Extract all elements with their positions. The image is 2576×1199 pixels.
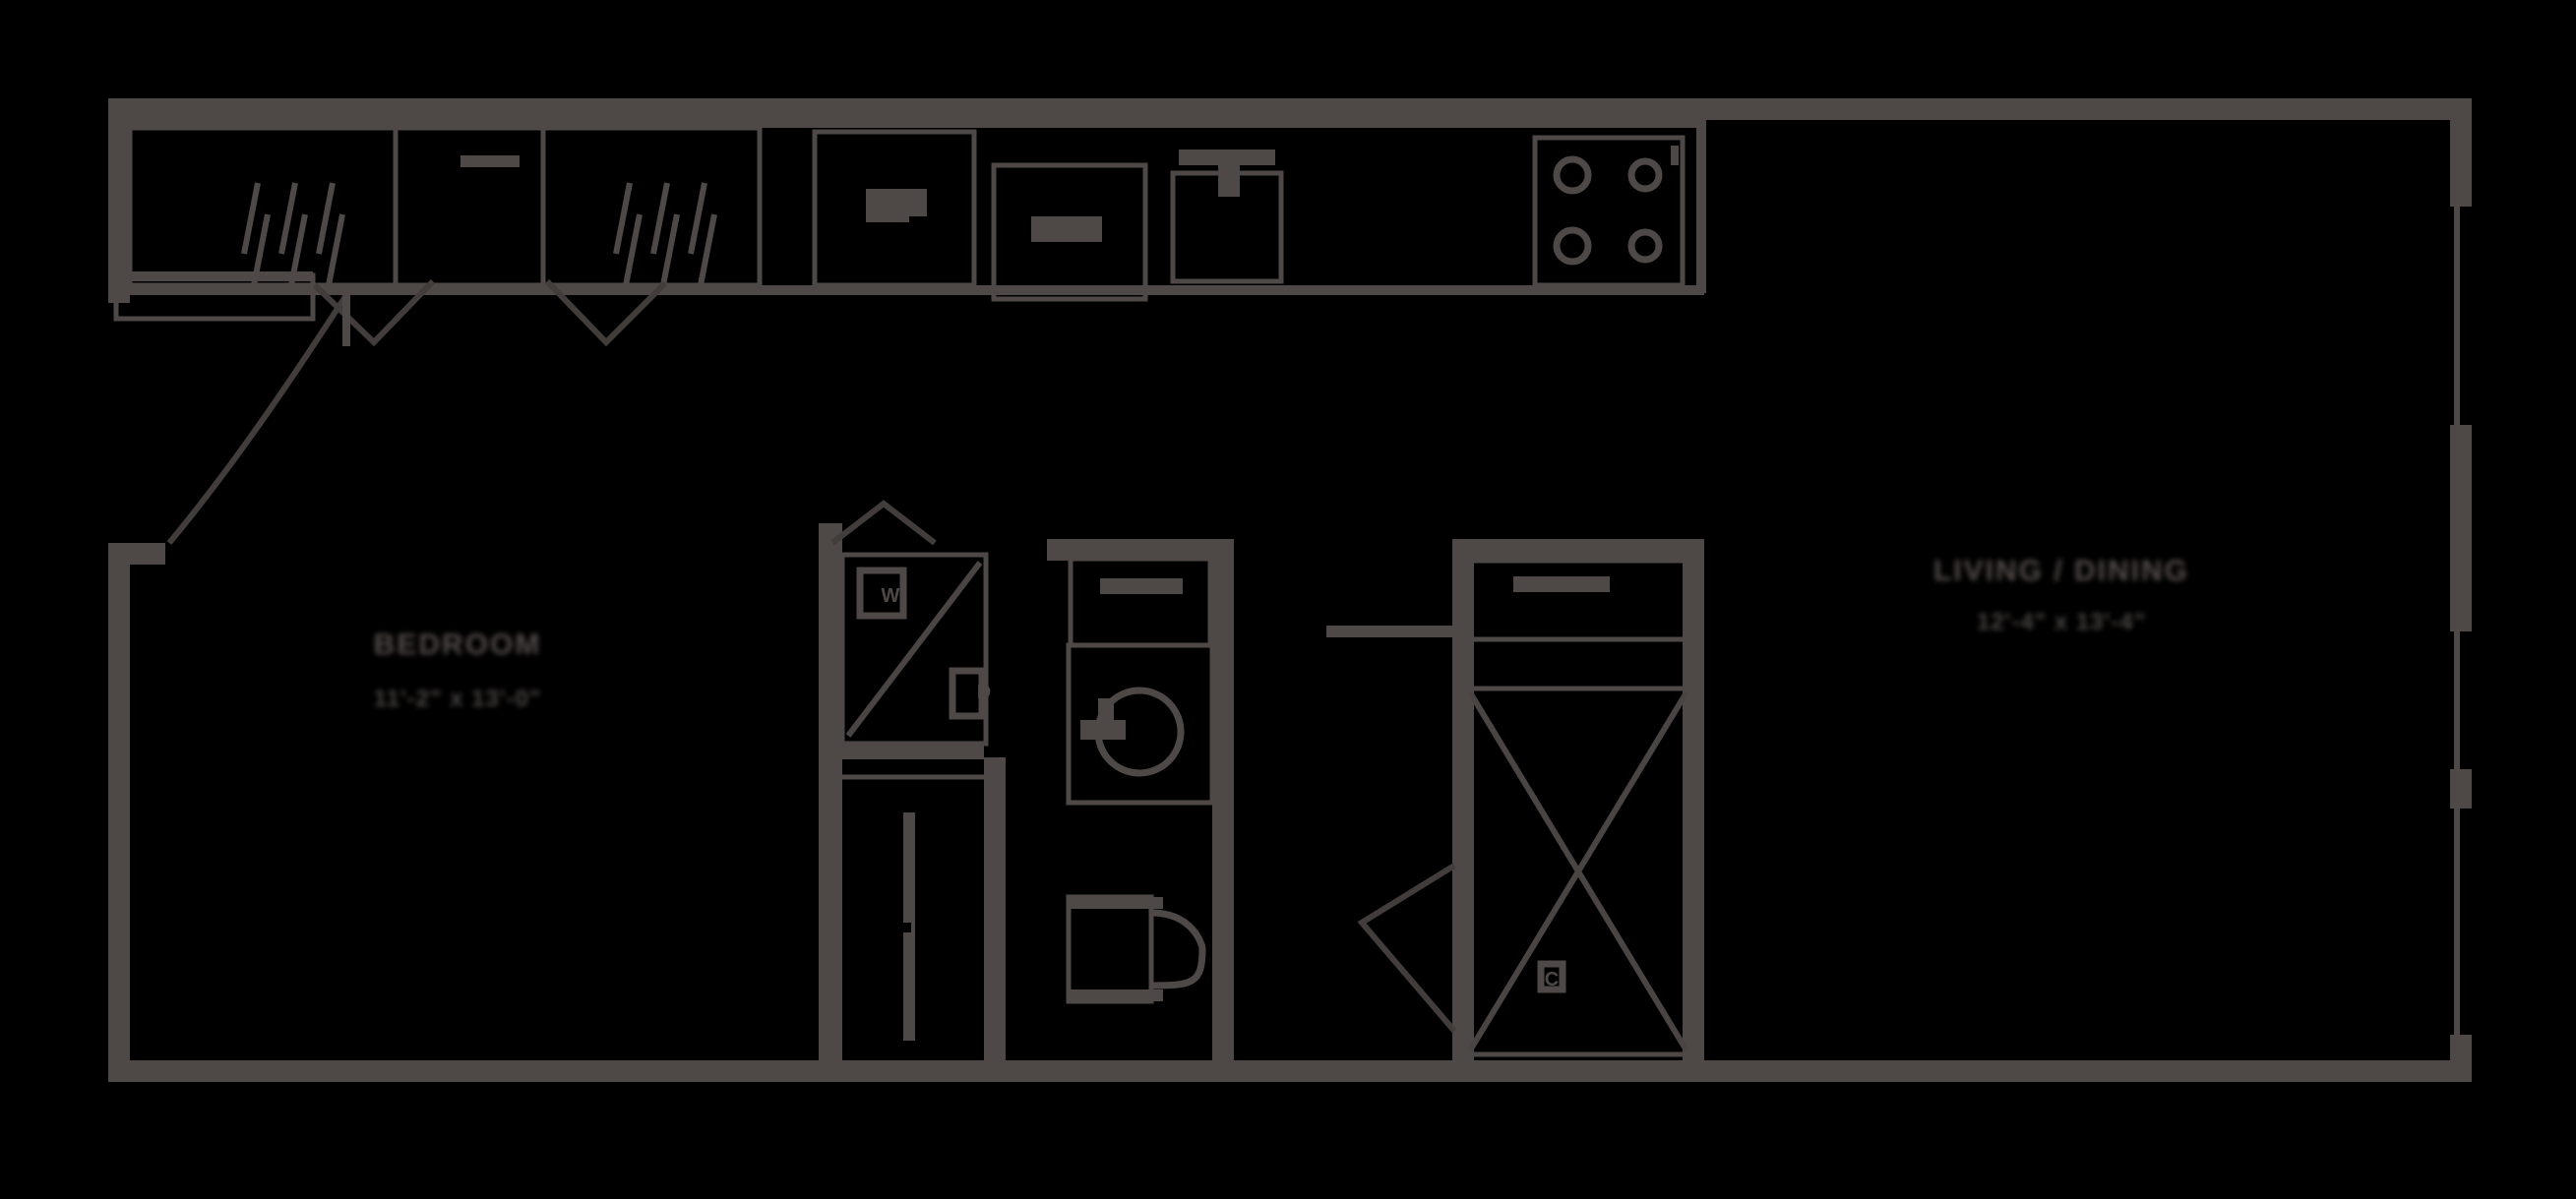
living-dining-dimensions: 12'-4" x 13'-4" (1977, 609, 2146, 635)
dryer-label: D (977, 682, 991, 703)
bedroom-closet (835, 774, 991, 1075)
wall-wd-bottom (842, 744, 984, 759)
living-dining-label: LIVING / DINING (1933, 555, 2189, 587)
wall-bath-header (1047, 539, 1234, 561)
room-labels: BEDROOM 11'-2" x 13'-0" LIVING / DINING … (374, 555, 2189, 712)
closet-x-2 (1467, 690, 1689, 1052)
dryer-box (949, 667, 986, 720)
cabinet-door-swings (312, 278, 668, 347)
cabinet-pull-icon (460, 155, 520, 167)
washer-box (856, 567, 907, 620)
bedroom-dimensions: 11'-2" x 13'-0" (374, 686, 542, 712)
entry-closet-outline (1463, 686, 1693, 1057)
kitchen-counter-back (130, 120, 1704, 128)
kitchen-sink (1170, 150, 1284, 284)
washer-dryer-closet: W D (830, 500, 991, 747)
wall-stub-hall (1326, 626, 1454, 637)
bath-sink-surround (1066, 642, 1215, 806)
wall-top (108, 98, 2472, 120)
wall-closet-right (1683, 539, 1704, 1082)
wall-wd-left (827, 539, 842, 561)
cabinet-hatch-right (613, 182, 717, 286)
kitchen-band-end (1696, 120, 1706, 293)
kitchen-counter-front (130, 285, 1704, 295)
bedroom-label: BEDROOM (374, 629, 542, 661)
window-right-upper (2454, 207, 2460, 425)
closet-door-swing (1357, 863, 1457, 1033)
dishwasher (991, 162, 1148, 302)
toilet (1066, 894, 1206, 1004)
exterior-walls (108, 98, 2472, 1082)
wall-right-a (2450, 98, 2472, 207)
closet-rod-break (893, 923, 911, 932)
entry-door-jamb (342, 291, 350, 346)
window-right-lower (2454, 809, 2460, 1035)
wall-left-jog (108, 543, 165, 565)
wall-right-c (2450, 769, 2472, 809)
wall-left-lower (108, 543, 130, 1082)
wall-hall-left (1452, 539, 1474, 1082)
entry-closet-shelf (1463, 558, 1693, 642)
entry-closet: C (1357, 558, 1693, 1057)
wd-closet-outline (839, 552, 989, 747)
bath-faucet-icon (1080, 720, 1126, 740)
washer-label: W (882, 585, 900, 607)
counter-overhang-edge (116, 271, 313, 281)
bath-faucet-stem (1098, 698, 1114, 726)
bedroom-closet-outline (835, 774, 991, 1075)
wall-right-d (2450, 1035, 2472, 1082)
closet-c-box (1537, 960, 1566, 993)
entry-door (166, 291, 350, 545)
kitchen-zone (113, 120, 1706, 347)
kitchen-band-bottom-left (130, 285, 809, 293)
wall-closet-header (1452, 539, 1704, 561)
upper-cabinet-3 (540, 125, 763, 288)
wall-bottom (108, 1060, 2472, 1082)
wall-right-b (2450, 425, 2472, 631)
vanity-pull-icon (1100, 578, 1183, 594)
wall-left-upper (108, 98, 130, 303)
window-right-middle (2454, 631, 2460, 769)
refrigerator (812, 129, 977, 288)
range (1532, 135, 1686, 288)
entry-closet-pull-icon (1513, 576, 1610, 592)
wd-diagonal (845, 561, 983, 738)
bathroom (1066, 556, 1215, 1004)
wall-bath-right (1212, 539, 1234, 1082)
closet-label: C (1545, 969, 1559, 990)
